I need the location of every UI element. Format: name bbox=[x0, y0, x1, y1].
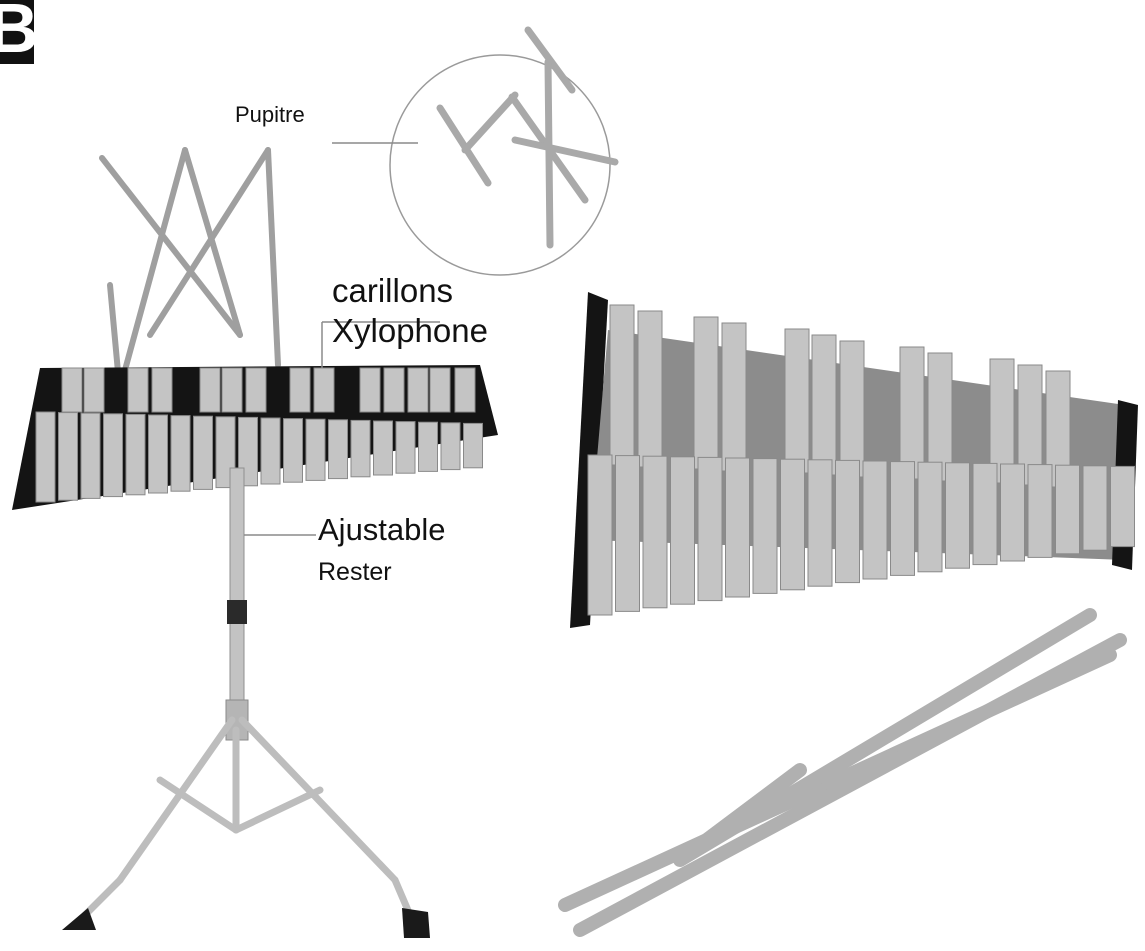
adjustable-stand bbox=[62, 467, 430, 938]
right-front-bar bbox=[587, 454, 613, 616]
label-adjustable-line2: Rester bbox=[318, 558, 392, 586]
right-back-bar bbox=[637, 310, 663, 468]
right-back-bar bbox=[899, 346, 925, 480]
right-front-bar bbox=[725, 457, 750, 598]
left-back-bar bbox=[83, 367, 105, 413]
left-front-bar bbox=[260, 417, 281, 485]
right-front-bar bbox=[807, 459, 833, 587]
left-back-bar bbox=[383, 367, 405, 413]
left-front-bar bbox=[373, 420, 393, 476]
label-leaders bbox=[244, 321, 440, 536]
right-front-bar bbox=[670, 456, 695, 605]
right-front-bar bbox=[1000, 463, 1025, 562]
left-front-bar bbox=[440, 422, 461, 471]
left-front-bar bbox=[463, 422, 483, 469]
left-front-bar bbox=[58, 412, 78, 501]
right-front-bar bbox=[945, 462, 970, 569]
right-front-bar bbox=[972, 462, 998, 566]
right-back-bar bbox=[721, 322, 747, 472]
label-adjustable-line1: Ajustable bbox=[318, 512, 446, 547]
right-back-bar bbox=[927, 352, 953, 482]
left-back-bar bbox=[245, 367, 267, 413]
left-front-bar bbox=[305, 418, 326, 481]
right-front-bar bbox=[615, 455, 640, 612]
glockenspiel-right bbox=[570, 292, 1138, 628]
left-front-bar bbox=[193, 415, 213, 490]
left-front-bar bbox=[148, 414, 168, 494]
right-front-bar bbox=[752, 458, 778, 594]
left-back-bar bbox=[359, 367, 381, 413]
left-back-bar bbox=[127, 367, 149, 413]
stand-detail-zoom bbox=[332, 26, 619, 276]
left-front-bar bbox=[80, 412, 101, 499]
right-back-bar bbox=[811, 334, 837, 476]
label-music-stand: Pupitre bbox=[235, 102, 305, 127]
right-front-bar bbox=[917, 461, 943, 573]
left-front-bar bbox=[125, 413, 146, 496]
right-front-bar bbox=[1082, 465, 1108, 551]
left-front-bar bbox=[328, 419, 348, 480]
left-front-bar bbox=[283, 418, 303, 483]
right-front-bar bbox=[862, 460, 888, 580]
left-front-bar bbox=[395, 421, 416, 474]
right-back-bar bbox=[989, 358, 1015, 484]
music-stand-arms bbox=[99, 147, 281, 375]
right-front-bar bbox=[1055, 464, 1080, 555]
right-back-bar bbox=[839, 340, 865, 478]
right-front-bar bbox=[1027, 464, 1053, 558]
right-front-bar bbox=[697, 456, 723, 602]
left-front-bar bbox=[35, 411, 56, 503]
left-back-bar bbox=[199, 367, 221, 413]
left-back-bar bbox=[454, 367, 476, 413]
right-front-bar bbox=[642, 455, 668, 609]
glockenspiel-left bbox=[12, 365, 498, 510]
right-back-bar bbox=[609, 304, 635, 466]
right-front-bar bbox=[890, 461, 915, 576]
left-back-bar bbox=[151, 367, 173, 413]
left-back-bar bbox=[289, 367, 311, 413]
left-back-bar bbox=[313, 367, 335, 413]
label-instrument-line1: carillons bbox=[332, 272, 454, 309]
right-front-bar bbox=[1110, 465, 1135, 548]
left-front-bar bbox=[170, 415, 191, 492]
left-back-bar bbox=[221, 367, 243, 413]
right-front-bar bbox=[780, 458, 805, 591]
right-back-bar bbox=[693, 316, 719, 470]
right-front-bar bbox=[835, 459, 860, 584]
right-back-bar bbox=[784, 328, 810, 474]
label-instrument-line2: Xylophone bbox=[332, 312, 488, 349]
left-back-bar bbox=[429, 367, 451, 413]
left-front-bar bbox=[350, 419, 371, 478]
folded-stand-pieces bbox=[558, 608, 1127, 937]
section-letter-badge: B bbox=[0, 0, 34, 64]
left-back-bar bbox=[61, 367, 83, 413]
left-front-bar bbox=[103, 413, 123, 498]
left-back-bar bbox=[407, 367, 429, 413]
left-front-bar bbox=[418, 421, 438, 472]
